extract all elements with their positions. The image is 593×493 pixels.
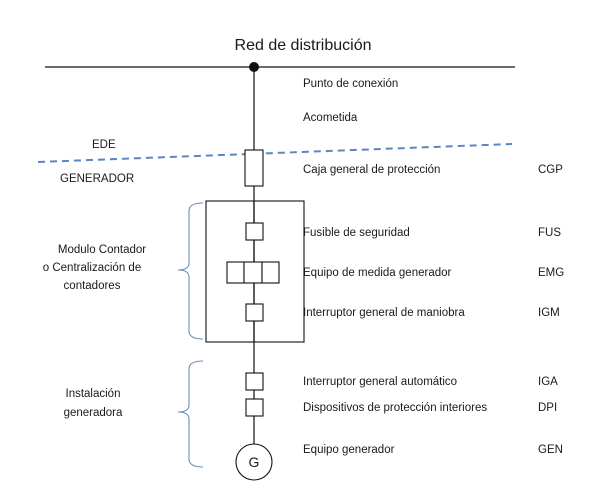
boundary-label-ede: EDE [92,139,116,151]
igm-box [245,303,264,322]
installation-group-label-line1: Instalación [66,388,121,400]
module-group-label-line3: contadores [64,280,121,292]
diagram-title: Red de distribución [235,37,372,54]
cgp-box [244,149,264,187]
component-label-emg: Equipo de medida generador [303,267,452,279]
generator-symbol [235,443,273,481]
component-code-cgp: CGP [538,164,563,176]
component-code-iga: IGA [538,376,558,388]
meter-module-enclosure [205,200,305,343]
emg-box-right [261,261,280,284]
boundary-label-generador: GENERADOR [60,173,134,185]
component-label-cgp: Caja general de protección [303,164,440,176]
module-group-brace [177,202,204,340]
component-code-emg: EMG [538,267,564,279]
component-label-fus: Fusible de seguridad [303,227,410,239]
generator-symbol-letter: G [249,454,260,470]
module-group-label-line2: o Centralización de [43,262,141,274]
emg-box-left [226,261,245,284]
fus-box [245,222,264,241]
component-code-gen: GEN [538,444,563,456]
installation-group-brace [177,360,204,468]
component-label-iga: Interruptor general automático [303,376,457,388]
service-line-label: Acometida [303,112,358,124]
iga-box [245,372,264,391]
dpi-box [245,398,264,417]
component-label-dpi: Dispositivos de protección interiores [303,402,487,414]
component-code-igm: IGM [538,307,560,319]
installation-group-label-line2: generadora [64,407,123,419]
component-code-dpi: DPI [538,402,557,414]
component-label-igm: Interruptor general de maniobra [303,307,465,319]
connection-point-label: Punto de conexión [303,78,398,90]
emg-box-center [243,261,263,284]
component-code-fus: FUS [538,227,561,239]
module-group-label-line1: Modulo Contador [58,244,146,256]
component-label-gen: Equipo generador [303,444,395,456]
